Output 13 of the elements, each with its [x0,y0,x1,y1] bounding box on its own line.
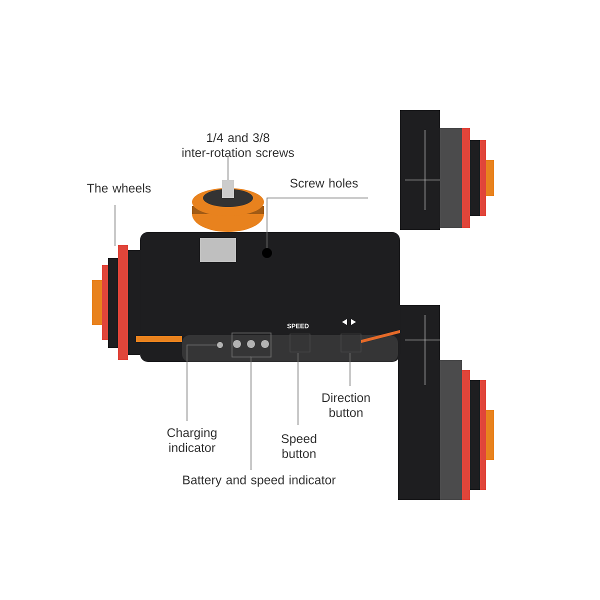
callout-text: Screw holes [290,178,358,188]
callout-text: Charging indicator [167,428,216,452]
callout-text: Battery and speed indicator [183,475,336,487]
leader-line [186,344,218,422]
indicator-bracket [232,332,272,358]
leader-line [250,356,252,470]
indicator-light [217,342,223,348]
callout-text: Direction button [322,392,370,418]
leader-line [266,198,368,248]
callout-text: 1/4 and 3/8 inter-rotation screws [182,132,294,158]
leader-line [114,204,116,246]
callout-text: The wheels [87,183,151,193]
callout-text: Speed button [282,434,316,458]
